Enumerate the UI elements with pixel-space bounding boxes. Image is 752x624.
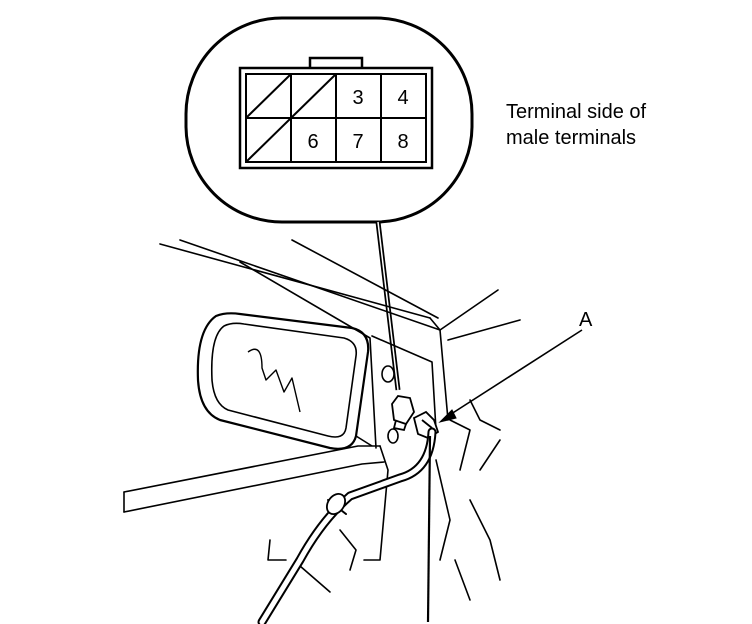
fender-top-edge [439, 289, 499, 331]
mirror-base [355, 435, 373, 447]
unused-cavity-5-mark [245, 117, 292, 163]
connector-detail-bubble [184, 16, 474, 224]
pin-label-4: 4 [397, 87, 408, 109]
pin-label-3: 3 [352, 87, 363, 109]
callout-a-label: A [579, 309, 593, 331]
door-front-edge [435, 459, 451, 561]
body-contour-2 [479, 439, 501, 471]
door-connector [391, 395, 415, 432]
body-contour-3 [454, 559, 471, 601]
connector-lock-tab [308, 56, 364, 68]
roof-edge-outer [159, 243, 431, 319]
pin-label-7: 7 [352, 131, 363, 153]
window-frame-rear [239, 261, 377, 449]
mirror-glass [210, 322, 358, 438]
bubble-outline [184, 16, 474, 224]
mount-holes [381, 365, 399, 444]
door-panel-detail-2 [339, 529, 357, 571]
pin-label-8: 8 [397, 131, 408, 153]
roof-edge-inner [179, 239, 441, 331]
side-mirror [196, 312, 373, 450]
caption-line-2: male terminals [506, 127, 636, 149]
caption-line-1: Terminal side of [506, 101, 647, 123]
mirror-reflection-mark [247, 348, 301, 413]
pin-label-6: 6 [307, 131, 318, 153]
body-contour [469, 499, 501, 581]
door-frame-corner [371, 335, 437, 431]
door-panel-detail [299, 565, 331, 593]
callout-a-arrowhead [438, 409, 457, 423]
door-body-structure [123, 239, 521, 601]
wire-harness [257, 427, 437, 624]
callout-a-leader [438, 329, 583, 423]
fender-detail [469, 399, 501, 431]
belt-line-bottom [123, 461, 385, 513]
connector-housing [238, 66, 434, 170]
lower-cable [426, 435, 432, 623]
clip-ridge [421, 419, 433, 429]
belt-line-top [123, 445, 381, 493]
unused-cavity-1-mark [245, 73, 292, 119]
connector-face [238, 56, 434, 170]
mount-hole-upper [381, 365, 395, 383]
fender-top-edge-2 [447, 319, 521, 341]
door-panel-notch [267, 539, 287, 561]
door-inner-edge [363, 445, 389, 561]
mirror-connector-body [391, 395, 415, 426]
mount-hole-lower [387, 428, 399, 444]
mirror-housing [196, 312, 370, 450]
mirror-connector-tail [392, 419, 407, 432]
hinge-area [449, 419, 471, 471]
harness-fill [259, 429, 435, 624]
unused-cavity-2-mark [290, 73, 337, 119]
a-pillar-upper [291, 239, 439, 319]
harness-grommet [326, 492, 346, 516]
